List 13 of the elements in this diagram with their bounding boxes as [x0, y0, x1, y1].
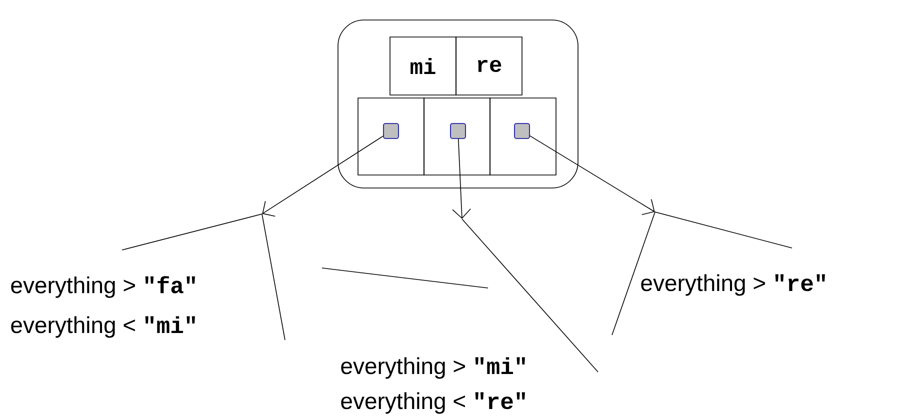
arrow	[530, 135, 655, 215]
subtree-label: everything > "fa"	[11, 276, 195, 298]
arrow	[262, 136, 384, 217]
key-cell: mi	[390, 36, 456, 96]
subtree-label: everything < "re"	[341, 392, 525, 414]
subtree-label: everything > "mi"	[341, 357, 525, 379]
pointer-square	[450, 123, 466, 139]
key-cell: re	[456, 36, 522, 96]
pointer-square	[383, 123, 399, 139]
subtree-label: everything > "re"	[641, 274, 825, 296]
subtree-label: everything < "mi"	[11, 316, 195, 338]
pointer-square	[514, 123, 530, 139]
arrow	[452, 138, 471, 219]
